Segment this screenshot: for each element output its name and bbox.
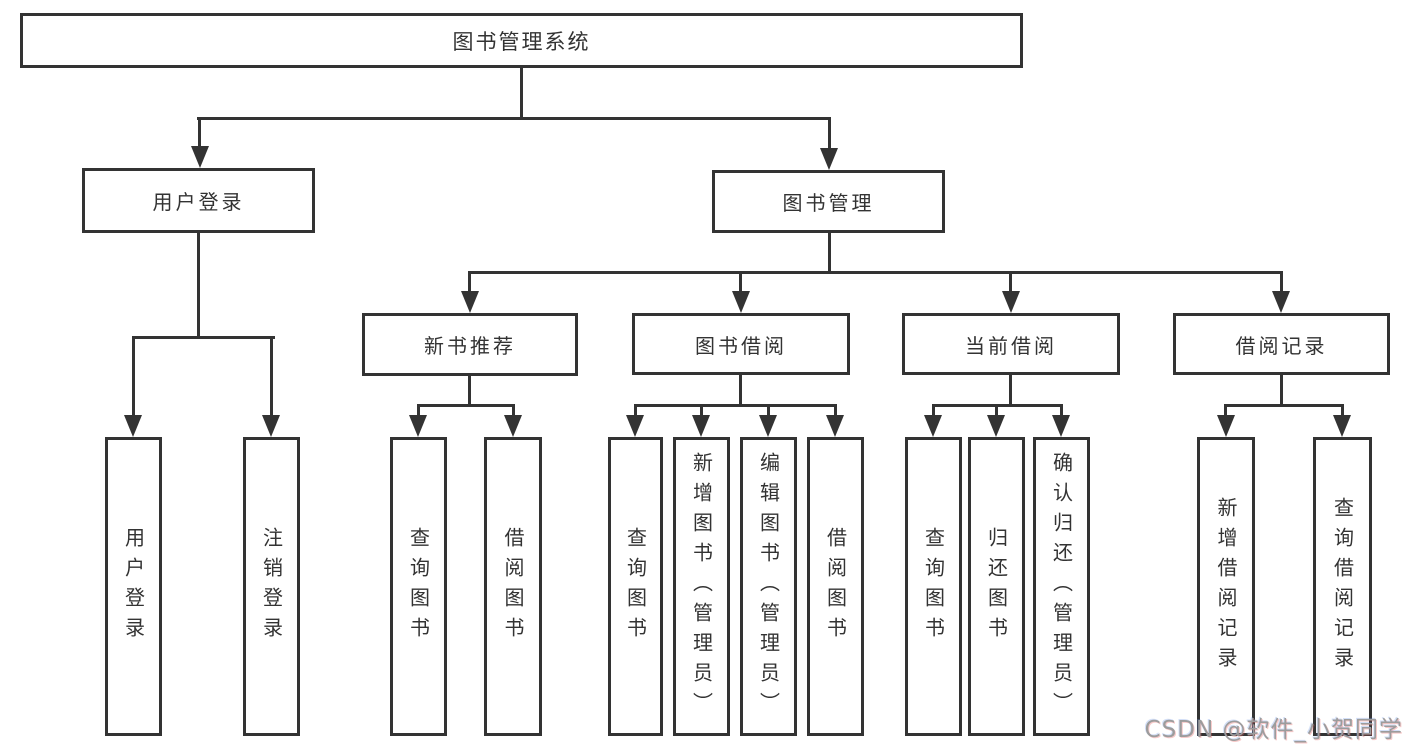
leaf-bb-edit-books-admin-label: 编辑图书（管理员）: [756, 451, 781, 722]
connector-stub-bb-add: [700, 404, 703, 417]
leaf-nb-query-books-label: 查询图书: [406, 526, 431, 647]
leaf-cb-confirm-return-admin-label: 确认归还（管理员）: [1049, 451, 1074, 722]
arrow-into-book-borrow: [732, 291, 750, 313]
connector-stub-leaf-user-login: [132, 336, 135, 417]
connector-stub-leaf-logout: [270, 336, 273, 417]
leaf-user-login-label: 用户登录: [121, 526, 146, 647]
node-user-login-label: 用户登录: [152, 190, 245, 214]
arrow-into-current-borrow: [1002, 291, 1020, 313]
node-book-mgmt: 图书管理: [712, 170, 945, 233]
connector-new-book-rec-rail: [417, 404, 515, 407]
connector-borrow-records-rail: [1224, 404, 1344, 407]
csdn-watermark: CSDN @软件_小贺同学: [1144, 717, 1403, 743]
connector-stub-nb-borrow: [512, 404, 515, 417]
leaf-cb-query-books: 查询图书: [905, 437, 962, 736]
connector-stub-borrow-records: [1280, 271, 1283, 293]
arrow-into-borrow-records: [1272, 291, 1290, 313]
connector-new-book-rec-trunk: [468, 376, 471, 407]
arrow-into-cb-query: [924, 415, 942, 437]
connector-stub-new-book-rec: [468, 271, 471, 293]
arrow-into-bb-query: [626, 415, 644, 437]
leaf-cb-query-books-label: 查询图书: [921, 526, 946, 647]
connector-stub-br-add: [1224, 404, 1227, 417]
leaf-logout-label: 注销登录: [259, 526, 284, 647]
connector-stub-cb-confirm: [1060, 404, 1063, 417]
connector-stub-cb-return: [995, 404, 998, 417]
node-user-login: 用户登录: [82, 168, 315, 233]
leaf-bb-add-books-admin: 新增图书（管理员）: [673, 437, 730, 736]
node-root-label: 图书管理系统: [452, 29, 591, 54]
node-borrow-records-label: 借阅记录: [1235, 333, 1328, 358]
leaf-nb-borrow-books-label: 借阅图书: [501, 526, 525, 647]
arrow-into-nb-borrow: [504, 415, 522, 437]
leaf-nb-query-books: 查询图书: [390, 437, 447, 736]
connector-user-login-trunk: [197, 233, 200, 336]
connector-stub-bb-borrow: [834, 404, 837, 417]
connector-stub-nb-query: [417, 404, 420, 417]
node-new-book-rec: 新书推荐: [362, 313, 578, 376]
arrow-into-cb-confirm: [1052, 415, 1070, 437]
arrow-into-new-book-rec: [461, 291, 479, 313]
node-book-mgmt-label: 图书管理: [782, 191, 875, 215]
arrow-into-leaf-logout: [262, 415, 280, 437]
node-root-library-system: 图书管理系统: [20, 13, 1023, 68]
connector-stub-book-borrow: [739, 271, 742, 293]
connector-stub-book-mgmt: [828, 117, 831, 150]
leaf-bb-query-books: 查询图书: [608, 437, 663, 736]
node-new-book-rec-label: 新书推荐: [424, 334, 516, 358]
leaf-bb-edit-books-admin: 编辑图书（管理员）: [740, 437, 797, 736]
arrow-into-bb-borrow: [826, 415, 844, 437]
leaf-bb-borrow-books: 借阅图书: [807, 437, 864, 736]
node-book-borrow: 图书借阅: [632, 313, 850, 375]
arrow-into-nb-query: [409, 415, 427, 437]
connector-stub-current-borrow: [1009, 271, 1012, 293]
connector-borrow-records-trunk: [1280, 375, 1283, 407]
arrow-into-br-query: [1333, 415, 1351, 437]
leaf-br-add-record: 新增借阅记录: [1197, 437, 1255, 736]
connector-user-login-rail: [132, 336, 275, 339]
connector-book-borrow-trunk: [739, 375, 742, 407]
connector-stub-user-login: [198, 117, 201, 148]
leaf-cb-return-books-label: 归还图书: [984, 526, 1009, 647]
leaf-br-query-record-label: 查询借阅记录: [1330, 496, 1355, 677]
node-book-borrow-label: 图书借阅: [695, 333, 787, 358]
leaf-user-login: 用户登录: [105, 437, 162, 736]
connector-current-borrow-trunk: [1009, 375, 1012, 407]
arrow-into-bb-add: [692, 415, 710, 437]
leaf-bb-add-books-admin-label: 新增图书（管理员）: [689, 451, 714, 722]
leaf-cb-return-books: 归还图书: [968, 437, 1025, 736]
arrow-into-leaf-user-login: [124, 415, 142, 437]
arrow-into-cb-return: [987, 415, 1005, 437]
leaf-br-query-record: 查询借阅记录: [1313, 437, 1372, 736]
leaf-cb-confirm-return-admin: 确认归还（管理员）: [1033, 437, 1090, 736]
arrow-into-br-add: [1217, 415, 1235, 437]
connector-stub-bb-edit: [767, 404, 770, 417]
arrow-into-user-login: [191, 146, 209, 168]
connector-root-rail: [197, 117, 831, 120]
leaf-logout: 注销登录: [243, 437, 300, 736]
node-borrow-records: 借阅记录: [1173, 313, 1390, 375]
connector-stub-cb-query: [932, 404, 935, 417]
connector-root-trunk: [520, 68, 523, 119]
leaf-br-add-record-label: 新增借阅记录: [1214, 496, 1238, 677]
connector-book-borrow-rail: [634, 404, 837, 407]
arrow-into-book-mgmt: [820, 148, 838, 170]
connector-stub-br-query: [1341, 404, 1344, 417]
leaf-nb-borrow-books: 借阅图书: [484, 437, 542, 736]
connector-book-mgmt-trunk: [828, 233, 831, 274]
connector-stub-bb-query: [634, 404, 637, 417]
connector-book-mgmt-rail: [469, 271, 1283, 274]
leaf-bb-query-books-label: 查询图书: [623, 526, 648, 647]
node-current-borrow-label: 当前借阅: [965, 333, 1057, 358]
arrow-into-bb-edit: [759, 415, 777, 437]
node-current-borrow: 当前借阅: [902, 313, 1120, 375]
leaf-bb-borrow-books-label: 借阅图书: [823, 526, 848, 647]
